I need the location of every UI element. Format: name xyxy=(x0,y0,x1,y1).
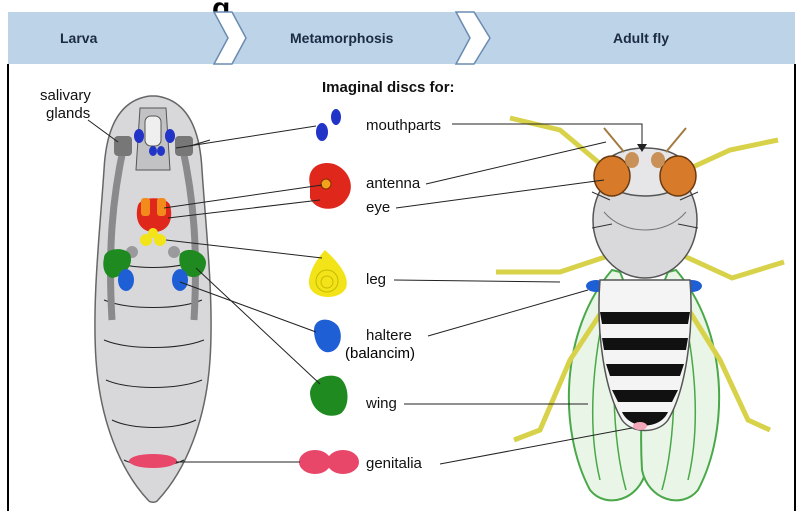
larva-disc-haltere xyxy=(118,269,134,291)
fly-eye-left xyxy=(594,156,630,196)
header-band xyxy=(8,12,795,64)
fly-leg-front-right xyxy=(682,140,778,172)
label-balancim: (balancim) xyxy=(345,345,415,362)
fly-eye-right xyxy=(660,156,696,196)
label-eye: eye xyxy=(366,199,390,216)
stage-label-adult-fly: Adult fly xyxy=(613,30,669,46)
disc-haltere xyxy=(314,320,341,353)
label-mouthparts: mouthparts xyxy=(366,117,441,134)
stage-label-metamorphosis: Metamorphosis xyxy=(290,30,394,46)
disc-wing xyxy=(310,376,348,416)
fly-antenna-left xyxy=(625,152,639,168)
label-genitalia: genitalia xyxy=(366,455,423,472)
label-leg: leg xyxy=(366,271,386,288)
disc-mouthparts xyxy=(316,123,328,141)
leader-haltere xyxy=(428,290,588,336)
leader-leg xyxy=(394,280,560,282)
label-antenna: antenna xyxy=(366,175,421,192)
adult-fly-illustration xyxy=(496,118,784,500)
larva-disc-genitalia xyxy=(129,454,177,468)
label-glands: glands xyxy=(46,105,90,122)
leader-antenna xyxy=(426,142,606,184)
stage-header: Larva Metamorphosis Adult fly xyxy=(8,12,795,64)
stage-label-larva: Larva xyxy=(60,30,98,46)
label-wing: wing xyxy=(365,395,397,412)
larva-disc-mouthparts xyxy=(134,129,144,143)
label-haltere: haltere xyxy=(366,327,412,344)
fly-antenna-right xyxy=(651,152,665,168)
disc-genitalia xyxy=(299,450,331,474)
fly-genitalia xyxy=(633,422,647,430)
larva-illustration xyxy=(95,96,211,502)
fly-leg-mid-right xyxy=(684,256,784,278)
label-salivary: salivary xyxy=(40,87,91,104)
fly-leg-mid-left xyxy=(496,256,608,272)
heading-imaginal-discs: Imaginal discs for: xyxy=(322,79,455,96)
